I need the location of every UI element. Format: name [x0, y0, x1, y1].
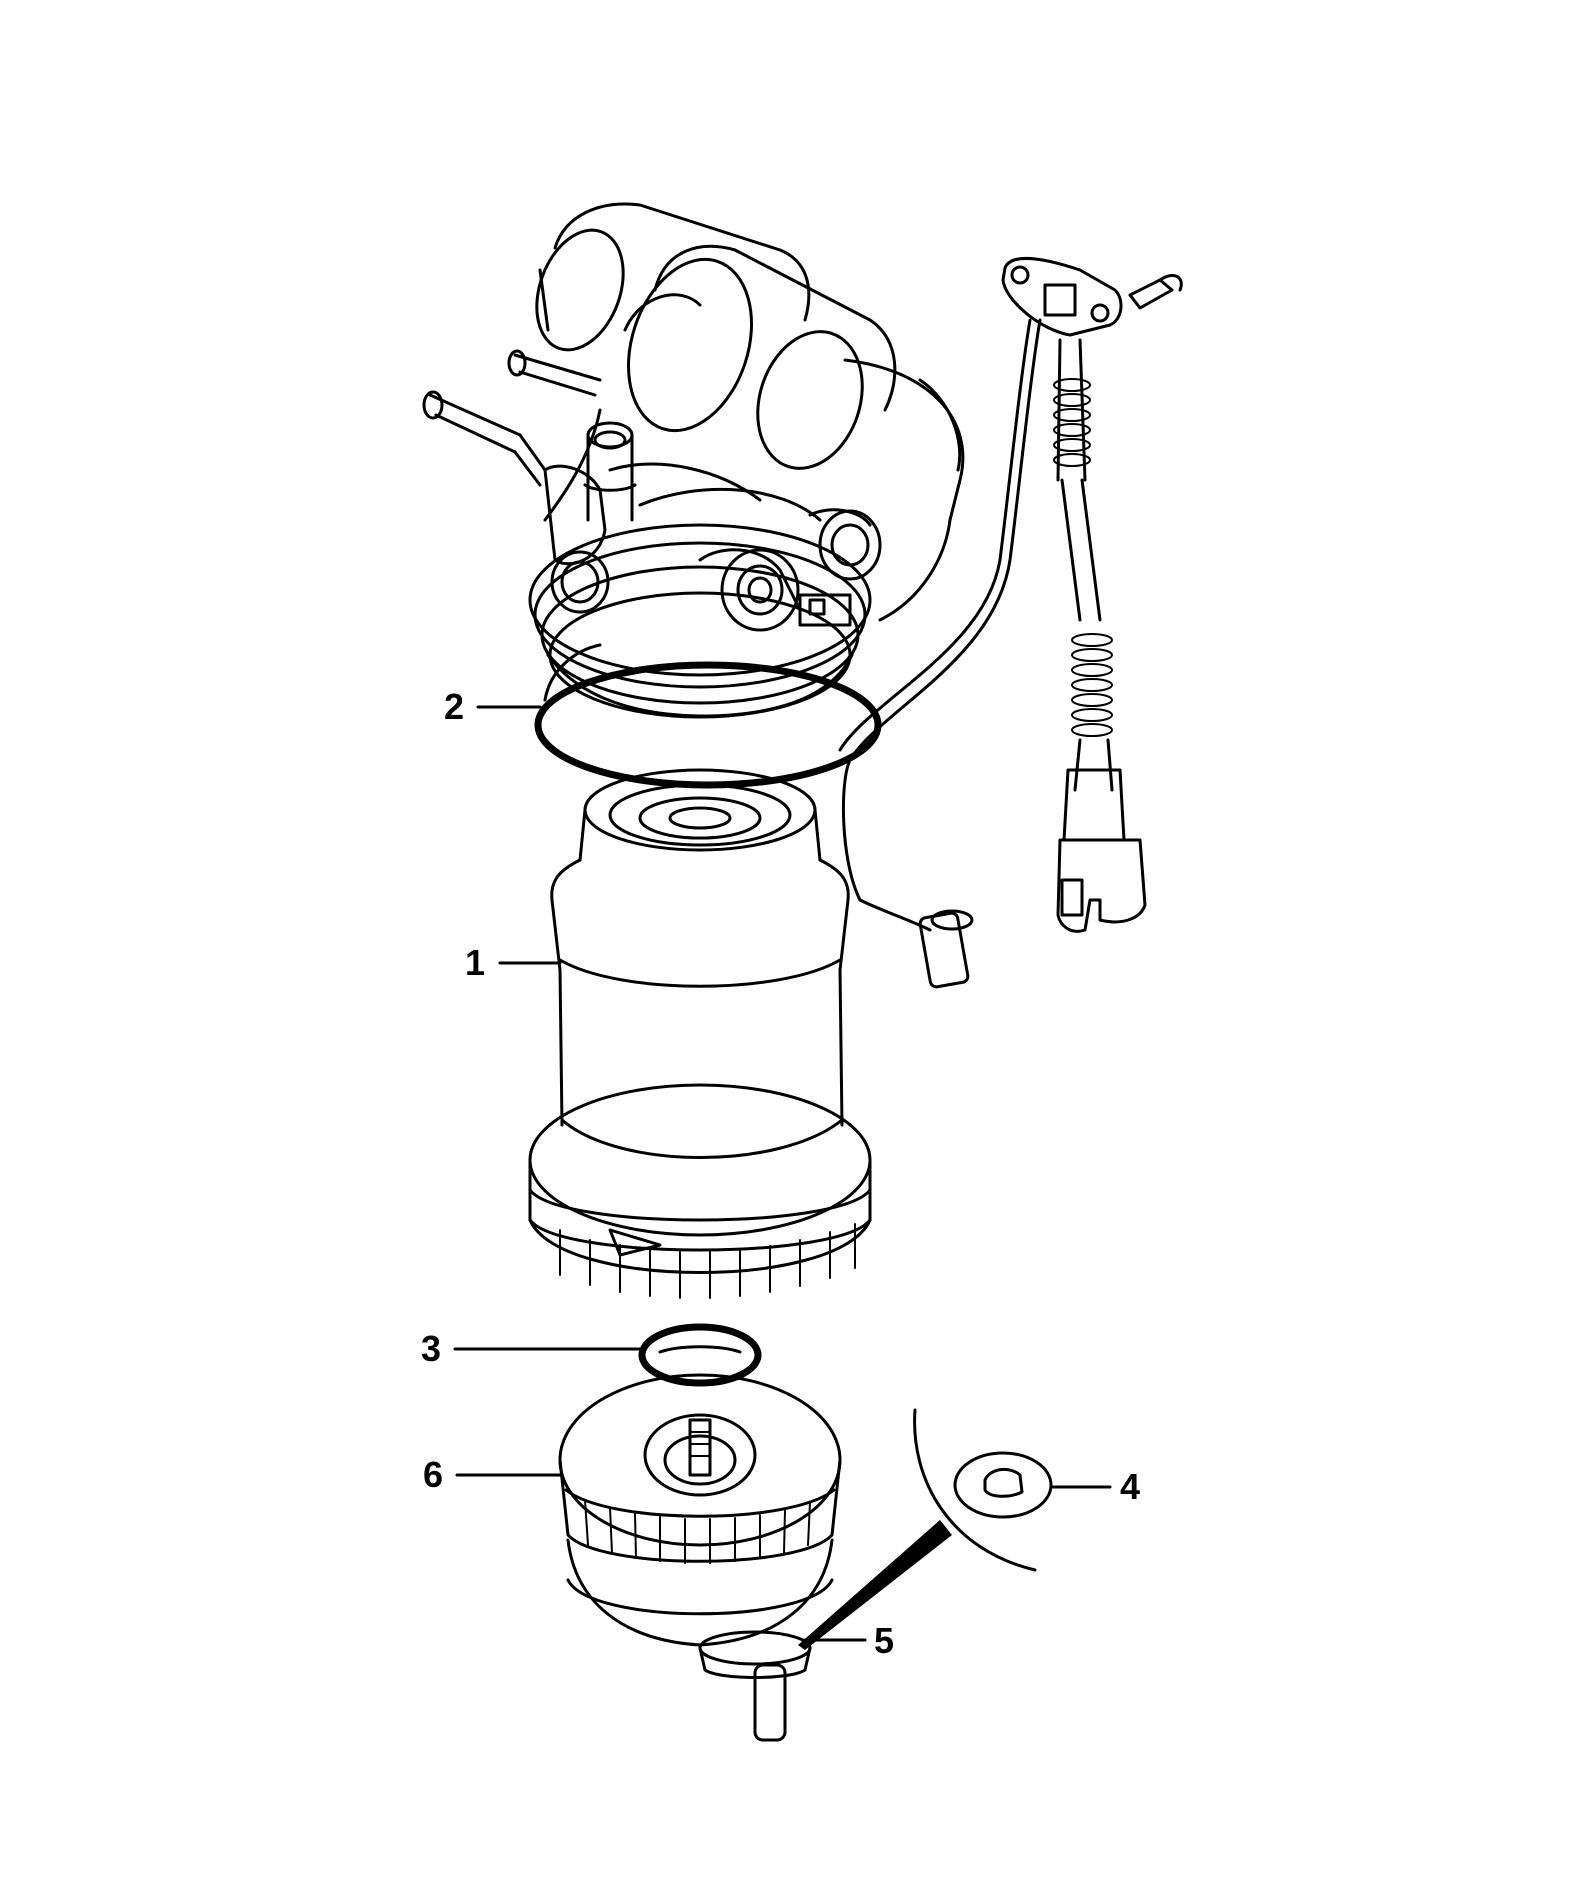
callout-6: 6 [423, 1454, 444, 1495]
wiring-harness [838, 257, 1183, 989]
drain-plug [698, 1630, 812, 1742]
filter-head-assembly [422, 202, 965, 719]
retaining-ring [528, 1083, 872, 1299]
callout-5: 5 [874, 1620, 895, 1661]
separator-bowl [558, 1373, 842, 1647]
filter-cartridge [550, 768, 850, 1159]
callout-4: 4 [1120, 1466, 1141, 1507]
detail-inset [798, 1408, 1053, 1650]
leader-lines [453, 705, 1112, 1642]
callout-1: 1 [465, 942, 486, 983]
bowl-o-ring [638, 1323, 762, 1387]
callout-3: 3 [421, 1328, 442, 1369]
callout-2: 2 [444, 686, 465, 727]
